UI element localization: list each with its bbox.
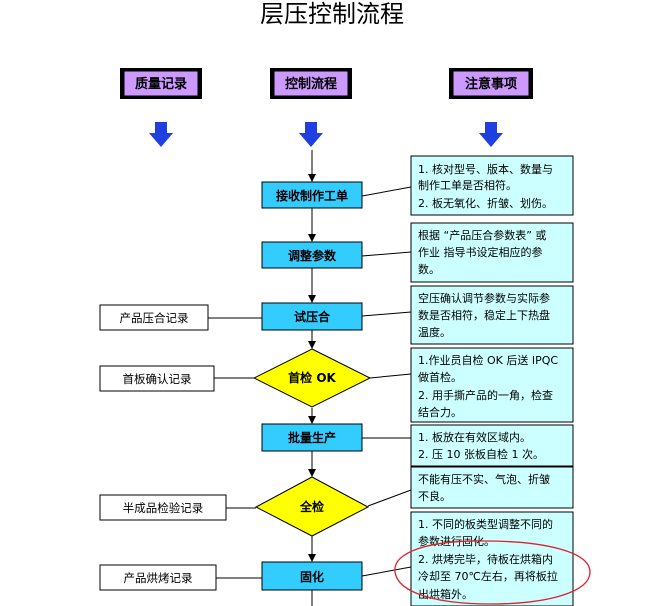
record-trial: 产品压合记录 <box>99 304 209 331</box>
step-adjust: 调整参数 <box>261 241 363 269</box>
step-batch: 批量生产 <box>261 423 363 452</box>
note-cure-line: 出烘箱外。 <box>418 587 473 601</box>
svg-text:1. 核对型号、版本、数量与 制作工单是否相符。: 1. 核对型号、版本、数量与 制作工单是否相符。 2. 板无氧化、折皱、划伤。 <box>418 162 557 210</box>
record-cure-label: 产品烘烤记录 <box>124 571 193 585</box>
record-first-label: 首板确认记录 <box>123 372 192 386</box>
header-quality: 质量记录 <box>120 68 202 99</box>
page-title: 层压控制流程 <box>260 0 404 28</box>
header-notes-label: 注意事项 <box>465 76 517 92</box>
header-control-label: 控制流程 <box>285 76 337 92</box>
note-first-line: 结合力。 <box>418 405 462 419</box>
step-first-label: 首检 OK <box>288 370 336 385</box>
note-cure: 1. 不同的板类型调整不同的 参数进行固化。 2. 烘烤完毕，待板在烘箱内 冷却… <box>410 511 574 606</box>
down-arrow-icon <box>479 122 503 147</box>
side-connectors <box>208 186 412 579</box>
step-first-inspection: 首检 OK <box>252 348 372 408</box>
record-first: 首板确认记录 <box>99 365 215 392</box>
step-receive: 接收制作工单 <box>261 181 363 209</box>
down-arrow-icon <box>149 122 173 147</box>
svg-text:空压确认调节参数与实际参 数是否相符，稳定上下热: 空压确认调节参数与实际参 数是否相符，稳定上下热盘 温度。 <box>418 291 554 339</box>
note-first-line: 1.作业员自检 OK 后送 IPQC <box>418 353 558 367</box>
svg-text:1. 板放在有效区域内。 2. 压 10 张板自: 1. 板放在有效区域内。 2. 压 10 张板自检 1 次。 <box>418 430 544 461</box>
step-full-label: 全检 <box>299 499 324 514</box>
header-quality-label: 质量记录 <box>135 76 187 92</box>
record-trial-label: 产品压合记录 <box>120 311 189 325</box>
step-trial: 试压合 <box>261 302 363 331</box>
note-trial: 空压确认调节参数与实际参 数是否相符，稳定上下热盘 温度。 <box>410 285 574 345</box>
svg-text:不能有压不实、气泡、折皱 不良。: 不能有压不实、气泡、折皱 不良。 <box>418 472 554 503</box>
record-cure: 产品烘烤记录 <box>99 564 217 591</box>
note-trial-line: 温度。 <box>418 325 451 339</box>
step-batch-label: 批量生产 <box>288 430 336 445</box>
step-cure: 固化 <box>261 561 363 591</box>
note-first: 1.作业员自检 OK 后送 IPQC 做首检。 2. 用手撕产品的一角，检查 结… <box>410 347 574 423</box>
note-batch-line: 1. 板放在有效区域内。 <box>418 430 531 444</box>
note-cure-line: 2. 烘烤完毕，待板在烘箱内 <box>418 552 553 566</box>
note-adjust-line: 数。 <box>418 263 440 276</box>
header-control: 控制流程 <box>270 68 352 99</box>
note-cure-line: 1. 不同的板类型调整不同的 <box>418 517 553 531</box>
note-receive-line: 1. 核对型号、版本、数量与 <box>418 162 553 176</box>
step-trial-label: 试压合 <box>294 309 331 324</box>
step-adjust-label: 调整参数 <box>288 248 337 263</box>
highlight-ellipse-annotation <box>394 540 591 605</box>
step-cure-label: 固化 <box>300 569 324 584</box>
svg-text:根据 “产品压合参数表” 或 作业 指导书设定相: 根据 “产品压合参数表” 或 作业 指导书设定相应的参 数。 <box>418 228 550 276</box>
record-full-label: 半成品检验记录 <box>123 501 204 515</box>
svg-text:1.作业员自检 OK 后送 IPQC 做首检。: 1.作业员自检 OK 后送 IPQC 做首检。 2. 用手撕产品的一角，检查 结… <box>418 353 562 419</box>
note-first-line: 做首检。 <box>418 370 462 384</box>
note-receive-line: 2. 板无氧化、折皱、划伤。 <box>418 196 553 210</box>
record-full: 半成品检验记录 <box>99 494 227 521</box>
note-full-line: 不能有压不实、气泡、折皱 <box>418 472 550 486</box>
step-full-inspection: 全检 <box>254 476 370 537</box>
note-cure-line: 冷却至 70℃左右，再将板拉 <box>418 569 558 583</box>
header-notes: 注意事项 <box>449 68 533 99</box>
step-receive-label: 接收制作工单 <box>276 188 348 203</box>
note-trial-line: 数是否相符，稳定上下热盘 <box>418 308 550 322</box>
note-adjust: 根据 “产品压合参数表” 或 作业 指导书设定相应的参 数。 <box>410 222 574 283</box>
note-full-line: 不良。 <box>418 489 451 503</box>
note-receive: 1. 核对型号、版本、数量与 制作工单是否相符。 2. 板无氧化、折皱、划伤。 <box>410 155 574 216</box>
note-adjust-line: 根据 “产品压合参数表” 或 <box>418 228 546 242</box>
note-trial-line: 空压确认调节参数与实际参 <box>418 291 550 305</box>
note-batch: 1. 板放在有效区域内。 2. 压 10 张板自检 1 次。 <box>410 424 574 467</box>
note-full: 不能有压不实、气泡、折皱 不良。 <box>410 466 574 509</box>
down-arrow-icon <box>299 122 323 147</box>
note-batch-line: 2. 压 10 张板自检 1 次。 <box>418 447 544 461</box>
note-adjust-line: 作业 指导书设定相应的参 <box>418 245 543 259</box>
note-receive-line: 制作工单是否相符。 <box>418 179 517 192</box>
note-first-line: 2. 用手撕产品的一角，检查 <box>418 388 553 402</box>
